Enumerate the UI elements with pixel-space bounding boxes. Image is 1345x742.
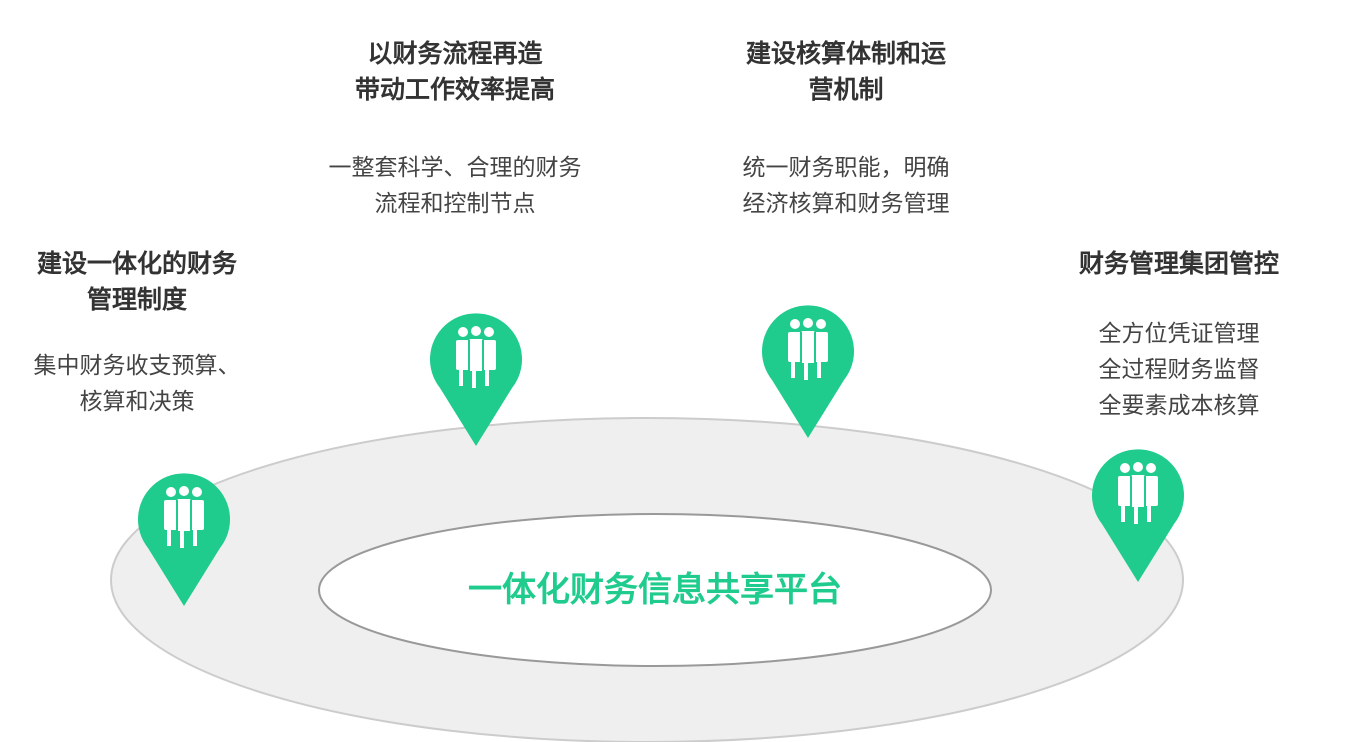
block-unified-management-system: 建设一体化的财务 管理制度 集中财务收支预算、 核算和决策 (8, 246, 266, 420)
platform-title: 一体化财务信息共享平台 (468, 570, 842, 610)
people-group-icon (138, 473, 230, 606)
block-accounting-system: 建设核算体制和运 营机制 统一财务职能，明确 经济核算和财务管理 (700, 36, 992, 222)
people-group-icon (762, 305, 854, 438)
block-description: 统一财务职能，明确 经济核算和财务管理 (742, 155, 950, 217)
block-title: 建设核算体制和运 营机制 (745, 39, 946, 104)
block-description: 全方位凭证管理 全过程财务监督 全要素成本核算 (1098, 321, 1260, 419)
block-title: 财务管理集团管控 (1078, 249, 1279, 278)
block-description: 集中财务收支预算、 核算和决策 (33, 353, 241, 415)
block-title: 以财务流程再造 带动工作效率提高 (354, 39, 555, 104)
block-description: 一整套科学、合理的财务 流程和控制节点 (328, 155, 582, 217)
people-group-icon (1092, 449, 1184, 582)
inner-ring (318, 513, 992, 667)
block-title: 建设一体化的财务 管理制度 (36, 249, 237, 314)
block-process-reengineering: 以财务流程再造 带动工作效率提高 一整套科学、合理的财务 流程和控制节点 (300, 36, 610, 222)
block-group-control: 财务管理集团管控 全方位凭证管理 全过程财务监督 全要素成本核算 (1048, 246, 1310, 424)
people-group-icon (430, 313, 522, 446)
